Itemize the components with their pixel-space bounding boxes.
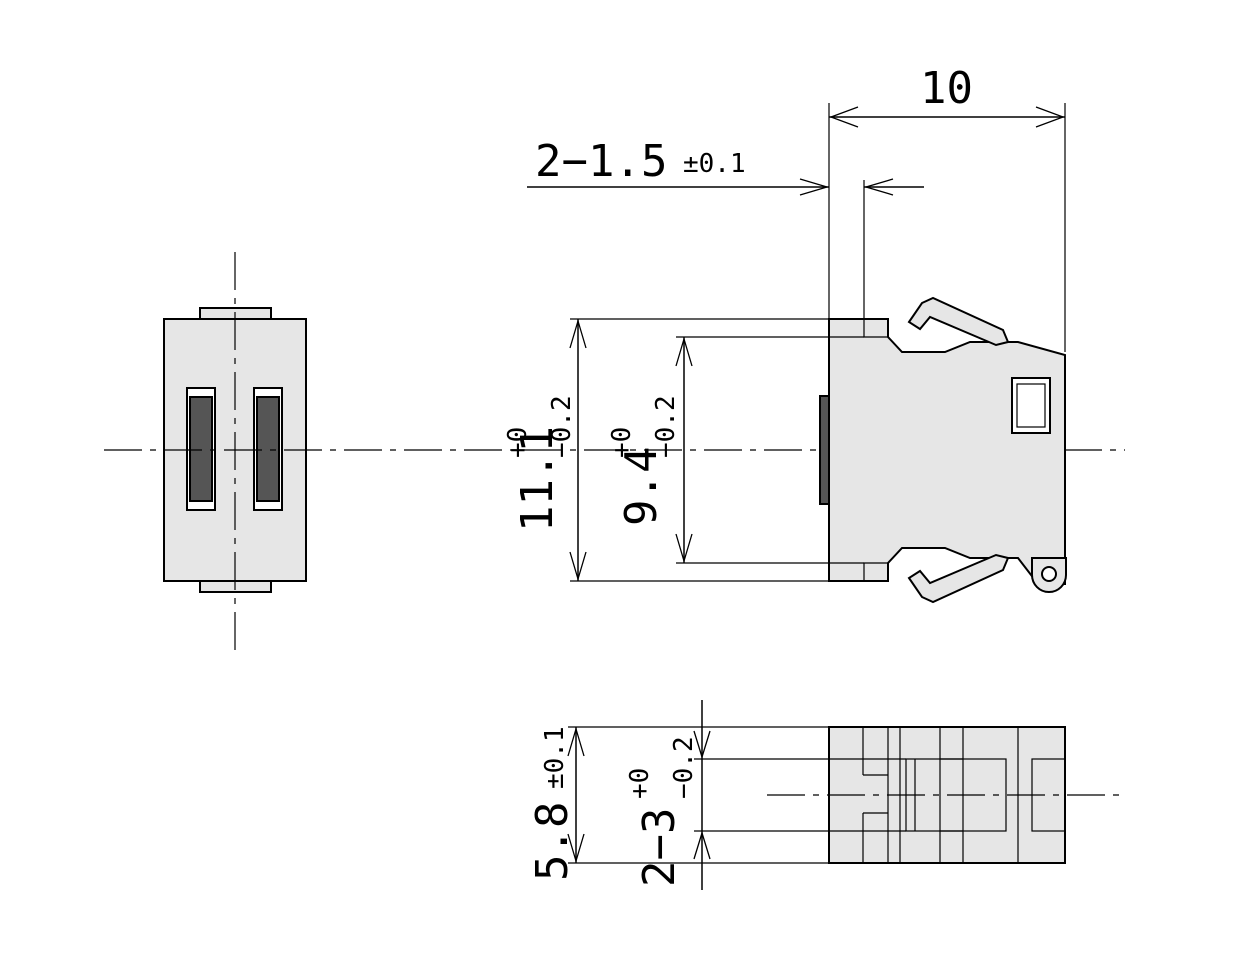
dim-pin-width-value: 2−1.5 [535, 136, 667, 187]
side-housing [828, 318, 1066, 585]
dim-slot-width-tol-upper: +0 [625, 768, 655, 799]
dim-height-outer: 11.1 +0 −0.2 [503, 318, 829, 582]
dim-height-inner: 9.4 +0 −0.2 [607, 336, 864, 564]
dim-slot-width-value: 2−3 [634, 808, 685, 887]
front-view [163, 252, 307, 655]
side-eyelet-hole [1041, 566, 1057, 582]
dim-pin-width: 2−1.5 ±0.1 [527, 136, 924, 318]
dim-slot-width-tol-lower: −0.2 [669, 736, 699, 799]
dim-height-outer-tol-upper: +0 [503, 427, 533, 458]
dim-height-outer-tol-lower: −0.2 [547, 395, 577, 458]
side-upper-latch [907, 296, 1010, 347]
dim-depth-tolerance: ±0.1 [540, 726, 570, 789]
front-right-terminal [256, 396, 280, 502]
side-lower-latch [907, 553, 1010, 604]
dim-height-inner-tol-lower: −0.2 [651, 395, 681, 458]
dim-depth-value: 5.8 [527, 802, 578, 881]
dim-overall-length-label: 10 [920, 63, 973, 114]
side-window-outer [1011, 377, 1051, 434]
side-contact-strip [819, 395, 830, 505]
side-view [819, 296, 1067, 604]
dim-height-inner-value: 9.4 [616, 447, 667, 526]
dim-depth: 5.8 ±0.1 [527, 726, 829, 881]
dim-height-inner-tol-upper: +0 [607, 427, 637, 458]
dim-height-outer-value: 11.1 [512, 426, 563, 532]
dim-slot-width: 2−3 +0 −0.2 [625, 700, 906, 890]
bottom-view [767, 726, 1125, 864]
side-window-inner [1016, 383, 1046, 428]
dim-overall-length: 10 [828, 63, 1066, 352]
dim-pin-width-tolerance: ±0.1 [683, 149, 746, 179]
front-left-terminal [189, 396, 213, 502]
